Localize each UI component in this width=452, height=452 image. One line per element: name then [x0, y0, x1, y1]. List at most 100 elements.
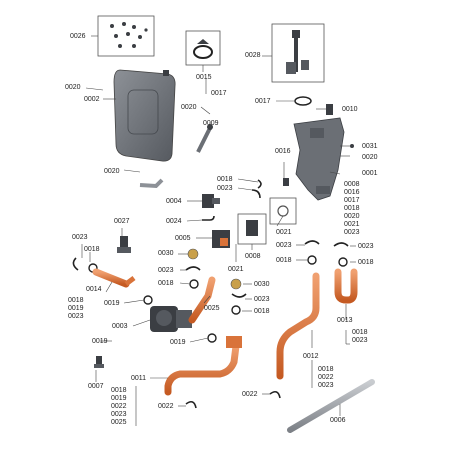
- hose-0009: [196, 127, 212, 153]
- oring-0018f: [231, 305, 241, 315]
- pump-0003: [150, 306, 192, 332]
- label-0022-b: 0022: [242, 391, 258, 398]
- oring-0018c: [307, 255, 317, 265]
- part-0031: [350, 144, 354, 148]
- part-0010: [326, 104, 333, 115]
- label-0030-left: 0030: [158, 250, 174, 257]
- label-0020-right: 0020: [362, 154, 378, 161]
- gasket-0015: [193, 39, 213, 59]
- label-0028: 0028: [245, 52, 261, 59]
- stack-0014-item: 0018: [68, 297, 84, 304]
- label-0019-b: 0019: [170, 339, 186, 346]
- nut-0030a: [187, 248, 199, 260]
- label-0018-f: 0018: [254, 308, 270, 315]
- label-0011: 0011: [131, 375, 147, 382]
- label-0005: 0005: [175, 235, 191, 242]
- pipe-0014: [92, 268, 130, 288]
- clip-0023a-left: [72, 257, 79, 271]
- label-0023-mid: 0023: [217, 185, 233, 192]
- stack-0011: 0018 0019 0022 0023 0025: [111, 387, 127, 427]
- clip-0022a: [185, 400, 197, 409]
- label-0015: 0015: [196, 74, 212, 81]
- stack-0011-item: 0018: [111, 387, 127, 394]
- screw-set-frame: [97, 15, 155, 57]
- label-0018-left: 0018: [84, 246, 100, 253]
- nut-0030b: [230, 278, 242, 290]
- rod-0006: [287, 379, 375, 433]
- label-0014: 0014: [86, 286, 102, 293]
- sensor-0028: [286, 30, 309, 74]
- label-0016: 0016: [275, 148, 291, 155]
- clip-0023c: [185, 266, 201, 271]
- part-0004: [202, 194, 220, 208]
- label-0003: 0003: [112, 323, 128, 330]
- label-0018-c: 0018: [158, 280, 174, 287]
- stack-0014-item: 0023: [68, 313, 84, 320]
- stack-0011-item: 0019: [111, 395, 127, 402]
- label-0031: 0031: [362, 143, 378, 150]
- stack-0001-item: 0017: [344, 197, 360, 204]
- label-0009: 0009: [203, 120, 219, 127]
- screw-set: [110, 22, 148, 48]
- label-0023-c: 0023: [158, 267, 174, 274]
- oring-0019a: [143, 295, 153, 305]
- stack-0001-item: 0018: [344, 205, 360, 212]
- clip-0023e: [333, 242, 349, 247]
- label-0017-right: 0017: [255, 98, 271, 105]
- label-0018-d: 0018: [276, 257, 292, 264]
- oring-0017: [294, 96, 312, 106]
- label-0018-e: 0018: [358, 259, 374, 266]
- label-0019-a: 0019: [104, 300, 120, 307]
- clip-0023: [251, 189, 261, 199]
- stack-0001-item: 0016: [344, 189, 360, 196]
- stack-0012-item: 0018: [318, 366, 334, 373]
- label-0001: 0001: [362, 170, 378, 177]
- oring-0018d: [338, 257, 348, 267]
- label-0017-top: 0017: [211, 90, 227, 97]
- label-0023-f: 0023: [254, 296, 270, 303]
- pipe-0011: [164, 342, 240, 396]
- label-0023-e: 0023: [358, 243, 374, 250]
- label-0025: 0025: [204, 305, 220, 312]
- stack-0001-item: 0020: [344, 213, 360, 220]
- label-0021-mid: 0021: [228, 266, 244, 273]
- stack-0011-item: 0022: [111, 403, 127, 410]
- clip-0018: [257, 179, 262, 189]
- oring-0019b: [207, 333, 217, 343]
- stack-0012-item: 0022: [318, 374, 334, 381]
- stack-0001-item: 0023: [344, 229, 360, 236]
- stack-0012-item: 0023: [318, 382, 334, 389]
- part-0016: [283, 178, 289, 186]
- label-0007: 0007: [88, 383, 104, 390]
- part-0021-frame: [269, 197, 297, 225]
- label-0020-top: 0020: [65, 84, 81, 91]
- label-0013: 0013: [337, 317, 353, 324]
- label-0022-a: 0022: [158, 403, 174, 410]
- label-0024: 0024: [166, 218, 182, 225]
- valve-0008: [246, 220, 258, 236]
- pipe-0013: [334, 268, 358, 304]
- stack-0013: 0018 0023: [352, 329, 368, 345]
- clip-0023d: [304, 240, 320, 245]
- pipe-0025-riser: [188, 276, 216, 324]
- hydraulic-housing: [293, 117, 345, 201]
- label-0010: 0010: [342, 106, 358, 113]
- stack-0011-item: 0025: [111, 419, 127, 426]
- part-0005: [212, 230, 230, 248]
- valve-0027: [117, 236, 131, 253]
- pipe-0012: [276, 272, 320, 380]
- label-0027: 0027: [114, 218, 130, 225]
- label-0023-left: 0023: [72, 234, 88, 241]
- gasket-0015-frame: [185, 30, 221, 66]
- label-0008: 0008: [245, 253, 261, 260]
- clip-0024: [202, 215, 215, 221]
- stack-0001: 0008 0016 0017 0018 0020 0021 0023: [344, 181, 360, 237]
- label-0012: 0012: [303, 353, 319, 360]
- label-0019-c: 0019: [92, 338, 108, 345]
- label-0006: 0006: [330, 417, 346, 424]
- label-0021-box: 0021: [276, 229, 292, 236]
- label-0004: 0004: [166, 198, 182, 205]
- label-0023-d: 0023: [276, 242, 292, 249]
- stack-0011-item: 0023: [111, 411, 127, 418]
